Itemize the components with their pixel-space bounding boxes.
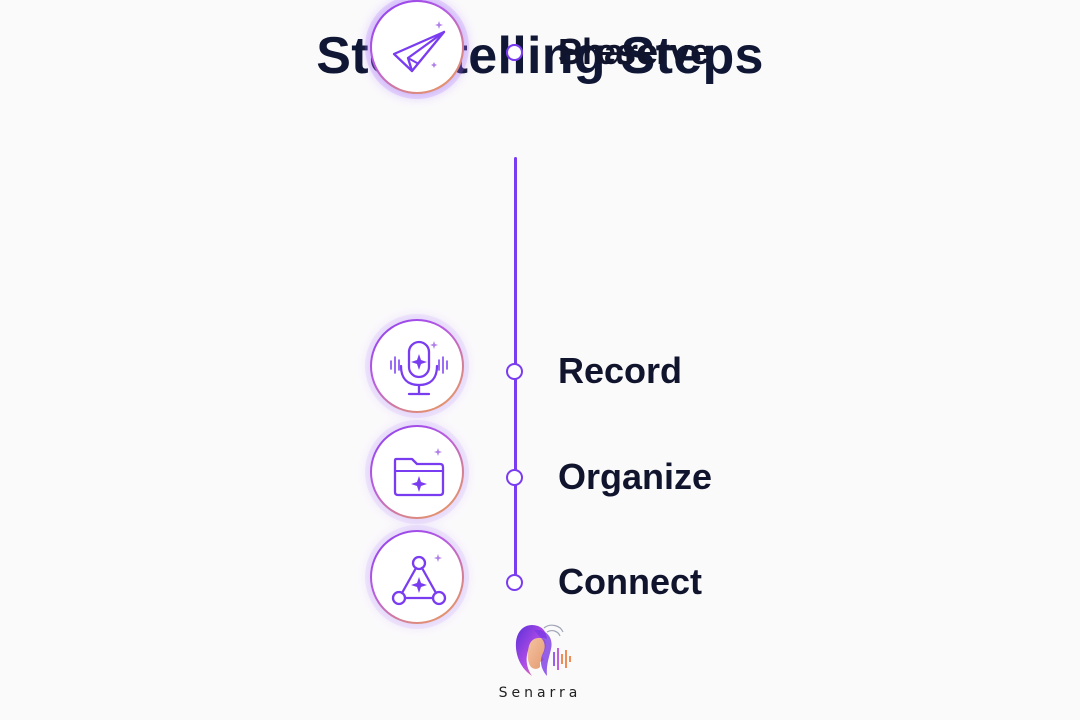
step-label: Record: [558, 350, 683, 391]
step-organize: Organize: [370, 425, 750, 529]
step-label: Organize: [558, 456, 713, 497]
step-label: Connect: [558, 561, 702, 602]
connect-icon-badge: [370, 530, 464, 624]
microphone-icon: [390, 340, 448, 396]
senarra-logo: Senarra: [490, 618, 590, 713]
paper-plane-icon: [392, 21, 446, 73]
timeline-node: [506, 44, 523, 61]
share-icon-badge: [370, 0, 464, 94]
timeline-node: [506, 363, 523, 380]
timeline-node: [506, 469, 523, 486]
timeline-node: [506, 574, 523, 591]
step-share: Share: [370, 0, 750, 104]
record-icon-badge: [370, 319, 464, 413]
network-triangle-icon: [391, 554, 447, 606]
step-record: Record: [370, 319, 750, 423]
step-label: Share: [558, 31, 659, 72]
folder-icon: [393, 448, 445, 497]
organize-icon-badge: [370, 425, 464, 519]
woman-profile-soundwave-logo-icon: [515, 624, 571, 676]
step-connect: Connect: [370, 530, 750, 634]
step-label: Preserve: [558, 31, 711, 72]
brand-name: Senarra: [498, 685, 582, 701]
